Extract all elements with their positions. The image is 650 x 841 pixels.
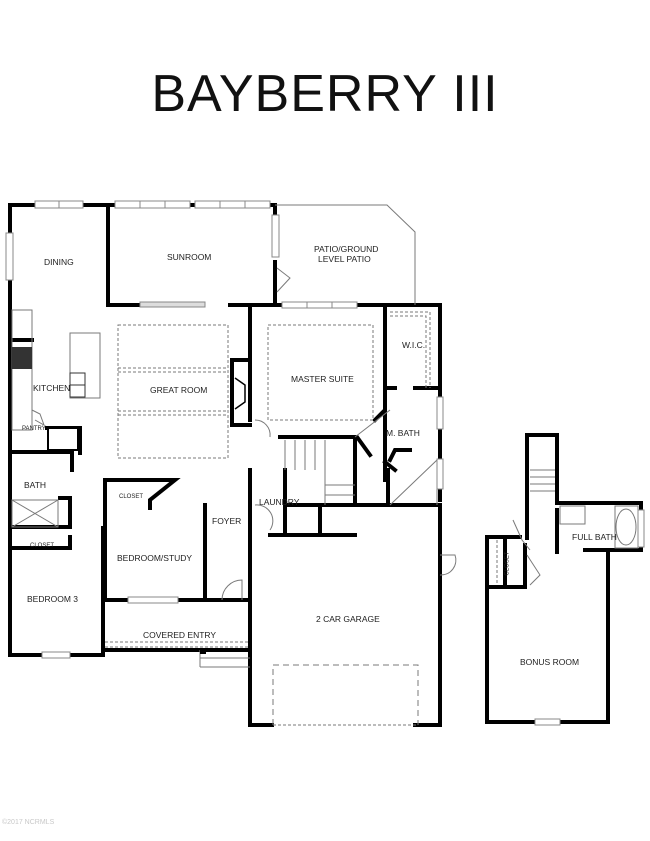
sink [69,372,86,398]
column-post [200,648,206,654]
room-label-full-bath: FULL BATH [572,532,617,542]
room-label-dining: DINING [44,257,74,267]
fireplace [234,377,246,410]
room-label-pantry: PANTRY [22,426,46,432]
thin-lines [11,204,639,726]
room-label-bath: BATH [24,480,47,490]
room-label-patio-line2: LEVEL PATIO [318,254,371,264]
room-label-garage: 2 CAR GARAGE [316,614,380,624]
room-label-bedroom-study: BEDROOM/STUDY [117,553,193,563]
room-label-patio-line1: PATIO/GROUND [314,244,379,254]
room-label-bonus-room: BONUS ROOM [520,657,580,667]
room-label-master-suite: MASTER SUITE [291,374,354,384]
room-label-kitchen: KITCHEN [33,383,71,393]
room-label-laundry: LAUNDRY [259,497,300,507]
copyright-watermark: ©2017 NCRMLS [2,819,55,826]
bonus-walls [485,433,643,724]
room-label-foyer: FOYER [212,516,242,526]
room-label-closet-study: CLOSET [119,494,144,500]
plan-title: BAYBERRY III [151,65,499,123]
fridge [47,427,79,451]
room-label-closet-bonus: CLOSET [504,551,511,576]
room-label-closet-bedroom3: CLOSET [30,543,55,549]
room-label-bedroom3: BEDROOM 3 [27,594,79,604]
room-label-wic: W.I.C. [402,340,426,350]
windows [5,200,645,726]
room-label-covered-entry: COVERED ENTRY [143,630,217,640]
range [12,347,32,369]
room-label-great-room: GREAT ROOM [150,385,208,395]
room-label-m-bath: M. BATH [386,428,420,438]
room-label-sunroom: SUNROOM [167,252,212,262]
